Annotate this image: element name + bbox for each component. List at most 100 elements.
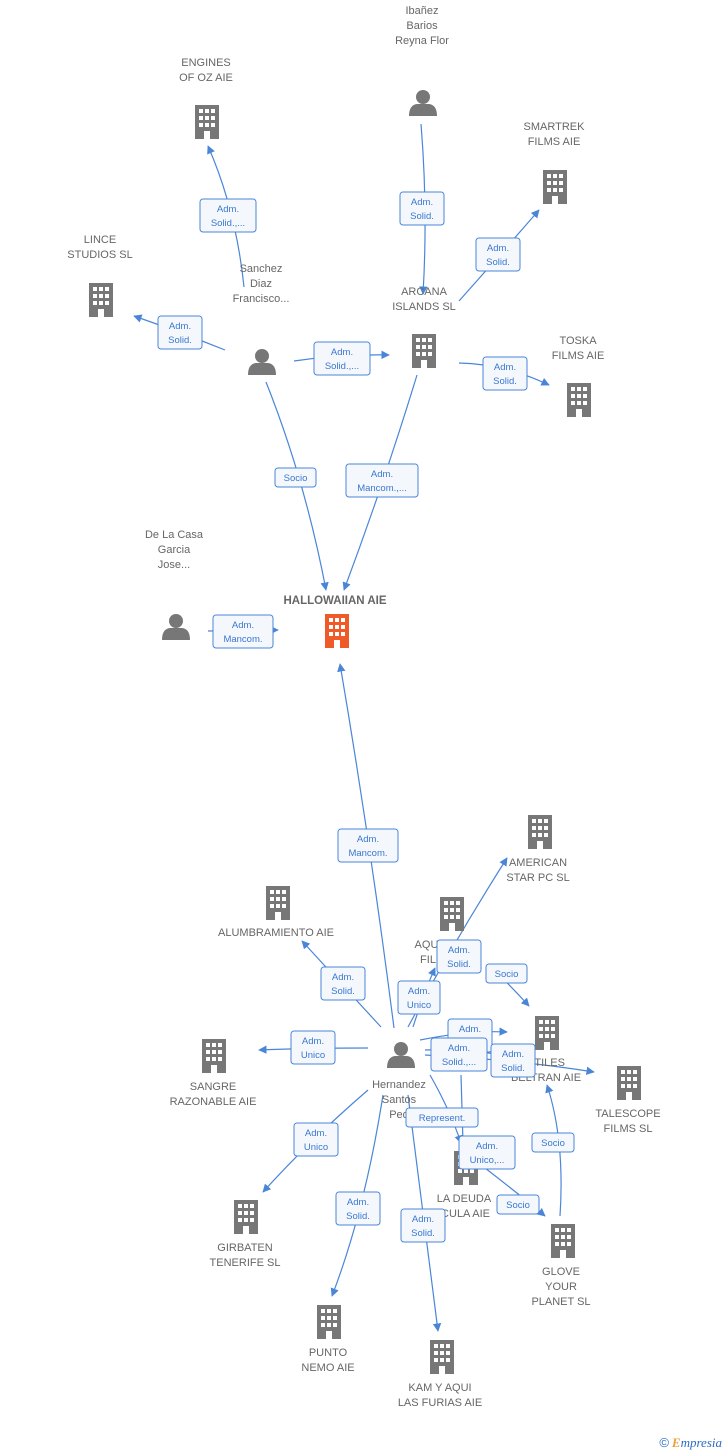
- edge-label-box: [274, 467, 317, 488]
- copyright-symbol: ©: [659, 1435, 669, 1450]
- edge-label-hernandez-talescope[interactable]: Adm.Solid.: [490, 1043, 536, 1078]
- edge-label-line: Solid.,...: [442, 1057, 476, 1068]
- node-delacasa[interactable]: De La CasaGarciaJose...: [145, 529, 204, 640]
- edge-label-box: [345, 463, 419, 498]
- edge-label-hernandez-girbaten[interactable]: Adm.Unico: [293, 1122, 339, 1157]
- node-girbaten[interactable]: GIRBATEN TENERIFE SL: [210, 1200, 281, 1269]
- node-label: Santos: [382, 1094, 417, 1106]
- edge-label-box: [430, 1037, 488, 1072]
- edge-line-deuda-glove: [484, 1167, 546, 1217]
- edge-label-sanchez-arcana[interactable]: Adm.Solid.,...: [313, 341, 371, 376]
- node-arcana[interactable]: ARCANA ISLANDS SL: [392, 286, 456, 368]
- edge-label-box: [335, 1191, 381, 1226]
- edge-label-box: [212, 614, 274, 649]
- edge-label-sanchez-lince[interactable]: Adm.Solid.: [157, 315, 203, 350]
- edge-label-box: [436, 939, 482, 974]
- node-label: ENGINES: [181, 57, 231, 69]
- edge-label-box: [496, 1194, 540, 1215]
- edge-label-line: Solid.: [493, 376, 517, 387]
- edge-label-line: Mancom.: [223, 634, 262, 645]
- node-label: TALESCOPE: [595, 1108, 660, 1120]
- edge-label-box: [290, 1030, 336, 1065]
- node-label: Jose...: [158, 559, 190, 571]
- edge-label-ibanez-arcana[interactable]: Adm.Solid.: [399, 191, 445, 226]
- node-sangre[interactable]: SANGRE RAZONABLE AIE: [170, 1039, 257, 1108]
- edge-label-line: Adm.: [459, 1024, 481, 1035]
- node-label: ARCANA: [401, 286, 448, 298]
- node-talescope[interactable]: TALESCOPE FILMS SL: [595, 1066, 661, 1135]
- node-label: FILMS AIE: [528, 136, 581, 148]
- edge-label-hernandez-textiles-2[interactable]: Adm.Solid.,...: [430, 1037, 488, 1072]
- edge-label-line: Adm.: [332, 972, 354, 983]
- edge-label-line: Solid.: [410, 211, 434, 222]
- edge-label-sanchez-hallowaiian[interactable]: Socio: [274, 467, 317, 488]
- building-icon: [412, 334, 436, 368]
- node-label: LAS FURIAS AIE: [398, 1397, 482, 1409]
- edge-label-line: Adm.: [169, 321, 191, 332]
- node-label: HALLOWAIIAN AIE: [283, 595, 386, 607]
- edge-label-aqui-textiles[interactable]: Socio: [485, 963, 528, 984]
- edge-label-hernandez-punto[interactable]: Adm.Solid.: [335, 1191, 381, 1226]
- node-sanchez[interactable]: SanchezDiazFrancisco...: [233, 263, 290, 375]
- node-label: Francisco...: [233, 293, 290, 305]
- edge-label-line: Adm.: [371, 469, 393, 480]
- edges-layer: [133, 123, 595, 1332]
- edge-label-line: Adm.: [502, 1049, 524, 1060]
- edge-label-line: Adm.: [476, 1141, 498, 1152]
- edge-label-delacasa-hallowaiian[interactable]: Adm.Mancom.: [212, 614, 274, 649]
- node-label: FILMS SL: [604, 1123, 653, 1135]
- edge-label-hernandez-sangre[interactable]: Adm.Unico: [290, 1030, 336, 1065]
- edge-label-hernandez-hallowaiian[interactable]: Adm.Mancom.: [337, 828, 399, 863]
- edge-label-hernandez-kam[interactable]: Adm.Solid.: [400, 1208, 446, 1243]
- footer-brand: ©Empresia: [659, 1435, 722, 1451]
- node-hallowaiian[interactable]: HALLOWAIIAN AIE: [283, 595, 387, 648]
- edge-label-line: Mancom.,...: [357, 483, 407, 494]
- edge-label-line: Solid.: [346, 1211, 370, 1222]
- edge-label-line: Unico: [301, 1050, 325, 1061]
- edge-label-deuda-glove[interactable]: Socio: [496, 1194, 540, 1215]
- edge-label-box: [490, 1043, 536, 1078]
- edge-label-hernandez-deuda-2[interactable]: Adm. Unico,...: [458, 1135, 516, 1170]
- node-label: STUDIOS SL: [67, 249, 132, 261]
- node-label: PLANET SL: [531, 1296, 590, 1308]
- edge-label-hernandez-deuda[interactable]: Represent.: [405, 1107, 479, 1128]
- edge-label-arcana-smartrek[interactable]: Adm.Solid.: [475, 237, 521, 272]
- node-alumbramiento[interactable]: ALUMBRAMIENTO AIE: [218, 886, 334, 939]
- building-icon: [440, 897, 464, 931]
- node-label: Hernandez: [372, 1079, 426, 1091]
- edge-label-arcana-hallowaiian[interactable]: Adm. Mancom.,...: [345, 463, 419, 498]
- node-label: YOUR: [545, 1281, 577, 1293]
- edge-label-sanchez-engines[interactable]: Adm.Solid.,...: [199, 198, 257, 233]
- edge-label-line: Unico,...: [470, 1155, 505, 1166]
- node-label: Garcia: [158, 544, 191, 556]
- edge-label-hernandez-aqui[interactable]: Adm.Unico: [397, 980, 441, 1015]
- node-label: SANGRE: [190, 1081, 236, 1093]
- node-label: RAZONABLE AIE: [170, 1096, 257, 1108]
- building-icon: [535, 1016, 559, 1050]
- building-icon: [543, 170, 567, 204]
- edge-label-hernandez-american[interactable]: Adm.Solid.: [436, 939, 482, 974]
- brand-name: mpresia: [680, 1435, 722, 1450]
- edge-label-line: Solid.,...: [211, 218, 245, 229]
- edge-label-box: [397, 980, 441, 1015]
- building-icon: [430, 1340, 454, 1374]
- node-label: GIRBATEN: [217, 1242, 272, 1254]
- edge-label-hernandez-alumbramiento[interactable]: Adm.Solid.: [320, 966, 366, 1001]
- node-label: ISLANDS SL: [392, 301, 456, 313]
- edge-labels-layer: Adm.Solid.,...Adm.Solid.Adm.Solid.Adm.So…: [157, 191, 575, 1243]
- edge-label-arcana-toska[interactable]: Adm.Solid.: [482, 356, 528, 391]
- node-label: TENERIFE SL: [210, 1257, 281, 1269]
- edge-label-glove-textiles[interactable]: Socio: [531, 1132, 575, 1153]
